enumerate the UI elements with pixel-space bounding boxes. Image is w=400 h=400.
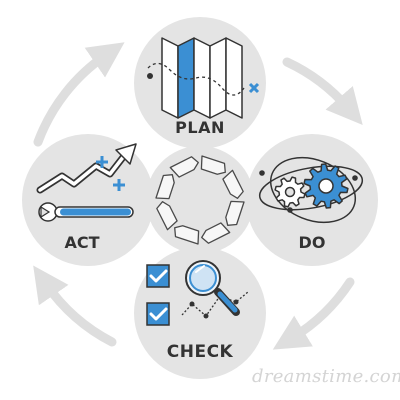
gears-orbit-icon (258, 156, 364, 224)
folded-map-icon (147, 37, 260, 119)
growth-wrench-icon (36, 143, 137, 222)
arrow-plan-to-do (282, 57, 363, 126)
gear-hole (318, 178, 334, 194)
outer-cycle-arrows (33, 42, 363, 350)
cycle-arrow-segment (169, 156, 199, 178)
cycle-arrow-segment (201, 222, 231, 244)
cycle-arrow-segment (155, 174, 175, 200)
cycle-arrow-segment (200, 155, 226, 175)
cycle-arrow-segment (174, 225, 200, 245)
cycle-arrows-icon (155, 155, 245, 245)
large-gear-icon (303, 163, 349, 209)
checklist-magnifier-icon (146, 260, 249, 326)
do-label: DO (298, 233, 326, 252)
check-label: CHECK (166, 342, 234, 362)
arrow-check-to-act (33, 265, 117, 347)
act-circle (22, 134, 154, 266)
small-gear-icon (274, 176, 306, 208)
arrow-act-to-plan (33, 42, 125, 147)
cycle-arrow-segment (225, 200, 245, 226)
watermark: dreamstime.com (252, 366, 400, 387)
cycle-arrow-segment (156, 201, 178, 231)
act-label: ACT (64, 233, 100, 252)
plan-label: PLAN (175, 118, 225, 137)
arrow-do-to-check (272, 277, 355, 350)
center-circle (146, 146, 254, 254)
cycle-arrow-segment (222, 169, 244, 199)
gear-hole (284, 186, 296, 198)
